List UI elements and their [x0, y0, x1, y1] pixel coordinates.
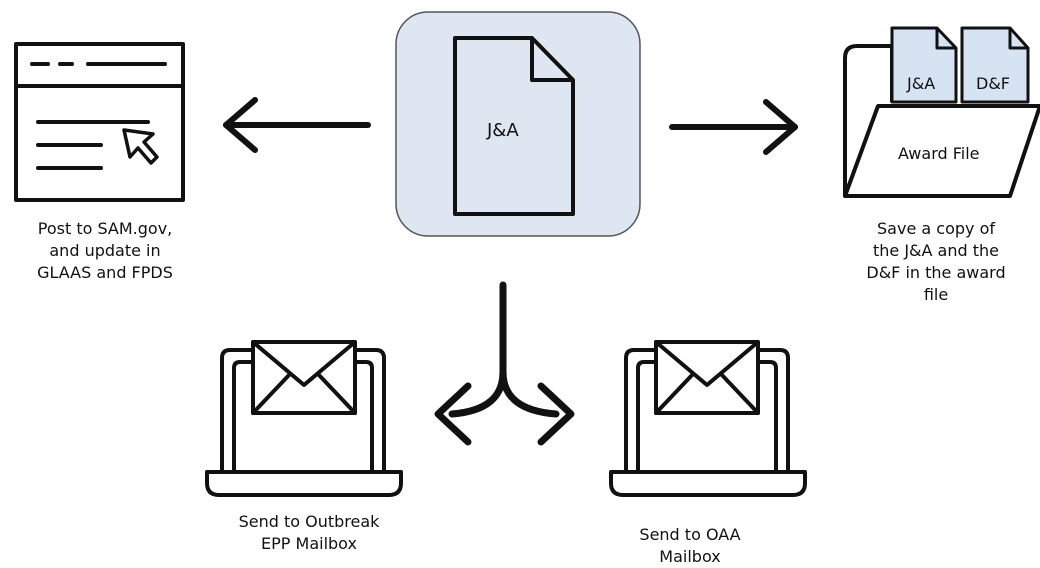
caption-oaa-mailbox: Send to OAA Mailbox: [639, 525, 741, 566]
center-document-box: J&A: [395, 11, 641, 237]
document-label: J&A: [486, 120, 519, 141]
folder-label: Award File: [898, 144, 980, 163]
caption-post-to-sam: Post to SAM.gov, and update in GLAAS and…: [37, 219, 173, 282]
folder-tab-df: D&F: [976, 74, 1010, 93]
laptop-mail-icon-oaa: [609, 340, 807, 497]
caption-outbreak-mailbox: Send to Outbreak EPP Mailbox: [238, 512, 380, 553]
caption-save-award-file: Save a copy of the J&A and the D&F in th…: [866, 219, 1006, 304]
document-icon: [453, 36, 575, 216]
split-arrow-icon: [434, 281, 575, 446]
folder-icon: J&A D&F Award File: [843, 26, 1040, 198]
arrow-to-sam-icon: [223, 97, 371, 153]
folder-tab-ja: J&A: [906, 74, 935, 93]
browser-window-icon: [14, 42, 185, 202]
arrow-to-award-file-icon: [669, 99, 798, 155]
laptop-mail-icon-outbreak: [205, 340, 403, 497]
